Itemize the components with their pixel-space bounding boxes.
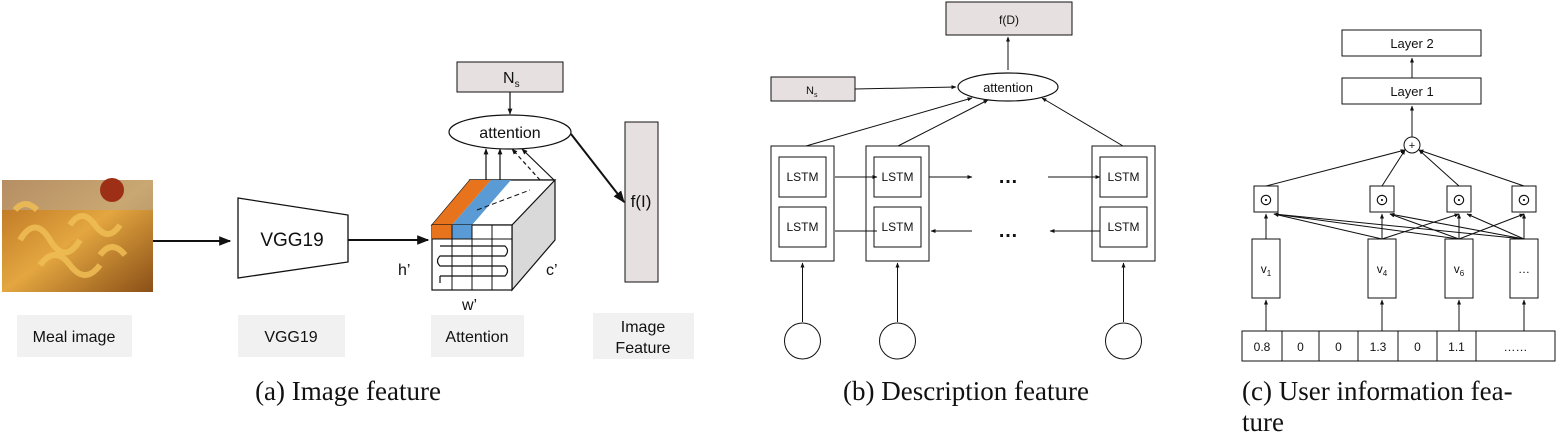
attention-node-a bbox=[448, 114, 572, 150]
input-value-text: 1.3 bbox=[1370, 340, 1387, 354]
caption-c-line1: (c) User information fea- bbox=[1242, 376, 1513, 406]
lstm-cell bbox=[1099, 206, 1148, 248]
sum-node bbox=[1403, 136, 1421, 154]
embedding-vector-label: v6 bbox=[1454, 262, 1465, 278]
lstm-cell bbox=[1099, 156, 1148, 198]
tag-vgg19-label: VGG19 bbox=[264, 329, 317, 346]
scan-path bbox=[436, 245, 509, 277]
attention-node-b bbox=[957, 72, 1059, 102]
tag-image-feature bbox=[593, 313, 694, 359]
elementwise-product-symbol: ⊙ bbox=[1517, 192, 1530, 209]
layer1-box bbox=[1341, 77, 1482, 105]
sum-node-symbol: + bbox=[1409, 140, 1415, 152]
dim-h-label: h’ bbox=[398, 262, 410, 279]
vgg19-block bbox=[237, 197, 349, 279]
lstm-cell-label: LSTM bbox=[881, 220, 913, 234]
input-value-cell bbox=[1357, 330, 1399, 362]
lstm-column: LSTM LSTM bbox=[1091, 145, 1156, 360]
lstm-columns: LSTM LSTM LSTM LSTM LSTM LSTM bbox=[770, 145, 1156, 360]
input-value-cell bbox=[1281, 330, 1320, 362]
embedding-vector bbox=[1367, 238, 1397, 299]
ns-box-a bbox=[456, 61, 564, 93]
panel-a-image-feature: VGG19 h’ w’ c’ attention bbox=[2, 61, 694, 406]
attention-node-a-label: attention bbox=[479, 125, 540, 142]
dim-w-label: w’ bbox=[461, 297, 477, 314]
tag-meal-image-label: Meal image bbox=[33, 329, 116, 346]
image-feature-vector-label: f(I) bbox=[631, 192, 652, 211]
tag-attention-label: Attention bbox=[445, 329, 508, 346]
embedding-vector-label: v4 bbox=[1377, 262, 1388, 278]
lstm-cell-label: LSTM bbox=[1107, 170, 1139, 184]
input-value-text: 1.1 bbox=[1448, 340, 1465, 354]
meal-image-thumbnail bbox=[2, 178, 153, 292]
input-value-text: 0 bbox=[1414, 340, 1421, 354]
blue-cell bbox=[452, 225, 472, 239]
elementwise-product-box bbox=[1369, 185, 1395, 213]
elementwise-product-box bbox=[1446, 185, 1472, 213]
lstm-cell bbox=[778, 156, 827, 198]
fd-box bbox=[945, 1, 1073, 36]
panel-c-user-information-feature: Layer 2 Layer 1 + 0.8 0 0 1.3 0 1.1 …… v1 v4 v6 … ⊙… bbox=[1241, 29, 1556, 437]
tag-meal-image bbox=[17, 315, 132, 357]
orange-cell bbox=[432, 225, 452, 239]
image-feature-vector bbox=[624, 121, 659, 283]
fd-box-label: f(D) bbox=[999, 13, 1019, 27]
embedding-vector bbox=[1509, 238, 1539, 299]
tag-image-feature-line2: Feature bbox=[615, 340, 670, 357]
caption-b: (b) Description feature bbox=[843, 376, 1089, 406]
lstm-column: LSTM LSTM bbox=[865, 145, 930, 360]
panel-b-description-feature: f(D) attention Ns LSTMLSTMLSTMLSTMLSTMLS… bbox=[770, 1, 1156, 406]
layer2-label: Layer 2 bbox=[1390, 36, 1433, 51]
lstm-cell-label: LSTM bbox=[786, 170, 818, 184]
embedding-vector-label: … bbox=[1518, 262, 1530, 276]
embedding-vector-label: v1 bbox=[1261, 262, 1272, 278]
input-value-text: 0.8 bbox=[1254, 340, 1271, 354]
tag-image-feature-line1: Image bbox=[621, 319, 666, 336]
feature-map-cube bbox=[430, 179, 557, 292]
ns-box-a-label: Ns bbox=[503, 70, 520, 90]
ns-box-b-label: Ns bbox=[806, 85, 818, 99]
input-value-text: 0 bbox=[1335, 340, 1342, 354]
layer1-label: Layer 1 bbox=[1390, 84, 1433, 99]
lstm-cell-label: LSTM bbox=[1107, 220, 1139, 234]
ns-box-b bbox=[770, 76, 856, 102]
elementwise-product-symbol: ⊙ bbox=[1375, 192, 1388, 209]
attention-node-b-label: attention bbox=[983, 80, 1033, 95]
input-value-cell bbox=[1475, 330, 1556, 362]
embedding-vector bbox=[1444, 238, 1474, 299]
user-info-network: 0.8 0 0 1.3 0 1.1 …… v1 v4 v6 … ⊙ ⊙ ⊙ ⊙ bbox=[1241, 149, 1556, 362]
ellipsis-top: … bbox=[998, 166, 1018, 188]
layer2-box bbox=[1341, 29, 1482, 57]
blue-channel-stripe bbox=[452, 180, 511, 225]
lstm-column: LSTM LSTM bbox=[770, 145, 835, 360]
lstm-cell bbox=[778, 206, 827, 248]
input-value-text: …… bbox=[1504, 340, 1528, 354]
word-input-node bbox=[1105, 322, 1142, 360]
lstm-cell-label: LSTM bbox=[786, 220, 818, 234]
tag-vgg19 bbox=[238, 315, 345, 357]
ellipsis-bottom: … bbox=[998, 220, 1018, 242]
caption-c-line2: ture bbox=[1242, 407, 1284, 437]
dim-c-label: c’ bbox=[546, 262, 558, 279]
input-value-cell bbox=[1436, 330, 1477, 362]
word-input-node bbox=[784, 322, 821, 360]
elementwise-product-symbol: ⊙ bbox=[1259, 192, 1272, 209]
caption-a: (a) Image feature bbox=[255, 376, 441, 406]
input-value-cell bbox=[1397, 330, 1438, 362]
elementwise-product-box bbox=[1511, 185, 1537, 213]
lstm-cell-label: LSTM bbox=[881, 170, 913, 184]
elementwise-product-symbol: ⊙ bbox=[1452, 192, 1465, 209]
lstm-cell bbox=[873, 156, 922, 198]
lstm-cell bbox=[873, 206, 922, 248]
input-value-text: 0 bbox=[1297, 340, 1304, 354]
tag-attention bbox=[431, 315, 524, 357]
word-input-node bbox=[879, 322, 916, 360]
orange-channel-stripe bbox=[432, 180, 491, 225]
vgg19-block-label: VGG19 bbox=[260, 230, 323, 251]
